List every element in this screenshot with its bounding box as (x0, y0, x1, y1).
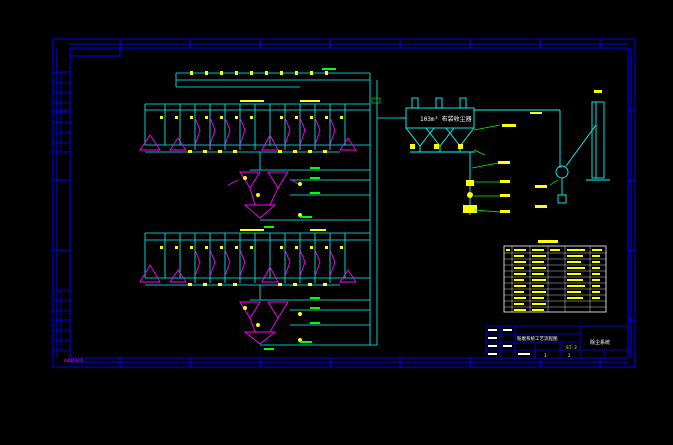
header-valves (190, 71, 328, 75)
lower-mill-group (139, 229, 377, 350)
sheet-frame (52, 38, 636, 368)
exhaust-stack (586, 90, 610, 181)
title-block: 粉磨系统工艺流程图 除尘系统 ST-2 1 2 (485, 325, 629, 359)
title-block-sheet: 1 (544, 353, 547, 358)
sheet-code: A0841/A (64, 358, 83, 364)
baghouse-dust-collector: 103m³ 布袋收尘器 (400, 97, 597, 215)
title-block-name: 除尘系统 (590, 339, 610, 346)
revision-strip-top (52, 71, 71, 153)
title-block-small: 粉磨系统工艺流程图 (517, 335, 558, 342)
title-block-total: 2 (568, 353, 571, 358)
equipment-list-table (503, 240, 607, 313)
upper-mill-group (139, 100, 370, 228)
title-block-number: ST-2 (566, 345, 577, 351)
baghouse-label: 103m³ 布袋收尘器 (420, 115, 472, 123)
header-labels (322, 68, 381, 104)
revision-strip-bottom (52, 289, 71, 351)
